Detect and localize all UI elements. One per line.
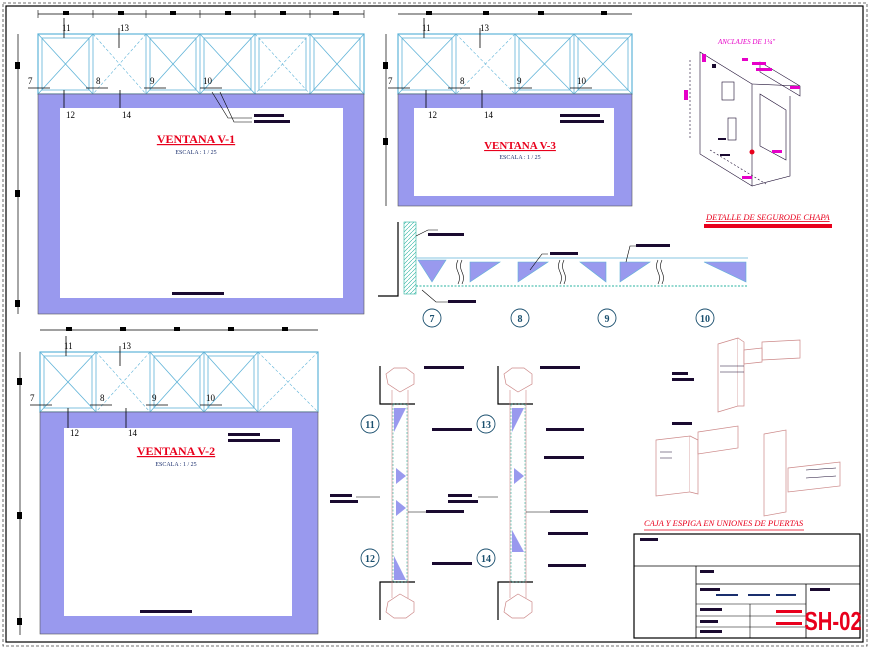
lock-detail-title: DETALLE DE SEGURODE CHAPA [705,212,830,222]
section-vertical [330,366,588,620]
tag: 10 [206,393,216,403]
tag: 8 [96,76,101,86]
section-number: 7 [430,314,435,325]
tag: 14 [484,110,494,120]
lock-detail [684,51,832,228]
section-number: 12 [365,554,375,565]
window-v3 [383,11,633,207]
tag: 14 [128,428,138,438]
inner-border [5,5,864,643]
tag: 11 [422,23,431,33]
tag: 7 [30,393,35,403]
section-number: 13 [481,420,491,431]
window-v1 [15,10,365,315]
v2-title: VENTANA V-2 [137,444,215,458]
anchors-label: ANCLAJES DE 1¼" [717,38,775,46]
title-block [633,533,861,639]
tag: 10 [577,76,587,86]
section-number: 11 [365,420,374,431]
tag: 13 [122,341,132,351]
tag: 11 [62,23,71,33]
sheet-code: SH-02 [804,607,861,636]
joint-details [644,337,841,531]
section-horizontal [378,221,748,328]
tag: 13 [120,23,130,33]
v1-scale: ESCALA : 1 / 25 [175,150,216,156]
tag: 14 [122,110,132,120]
v3-title: VENTANA V-3 [484,140,556,152]
tag: 12 [66,110,75,120]
tag: 12 [70,428,79,438]
tag: 13 [480,23,490,33]
tag: 8 [460,76,465,86]
tag: 12 [428,110,437,120]
v1-title: VENTANA V-1 [157,132,235,146]
tag: 9 [150,76,155,86]
tag: 7 [28,76,33,86]
section-number: 14 [481,554,491,565]
tag: 9 [517,76,522,86]
v2-scale: ESCALA : 1 / 25 [155,462,196,468]
tag: 10 [203,76,213,86]
tag: 11 [64,341,73,351]
joints-title: CAJA Y ESPIGA EN UNIONES DE PUERTAS [644,518,804,528]
tag: 7 [388,76,393,86]
tag: 8 [100,393,105,403]
v3-scale: ESCALA : 1 / 25 [499,155,540,161]
section-number: 8 [518,314,523,325]
section-number: 9 [605,314,610,325]
tag: 9 [152,393,157,403]
tag-labels: 11 13 7 8 9 10 12 14 11 13 7 8 9 10 12 1… [28,23,587,438]
section-number: 10 [700,314,710,325]
window-v2 [17,327,319,635]
